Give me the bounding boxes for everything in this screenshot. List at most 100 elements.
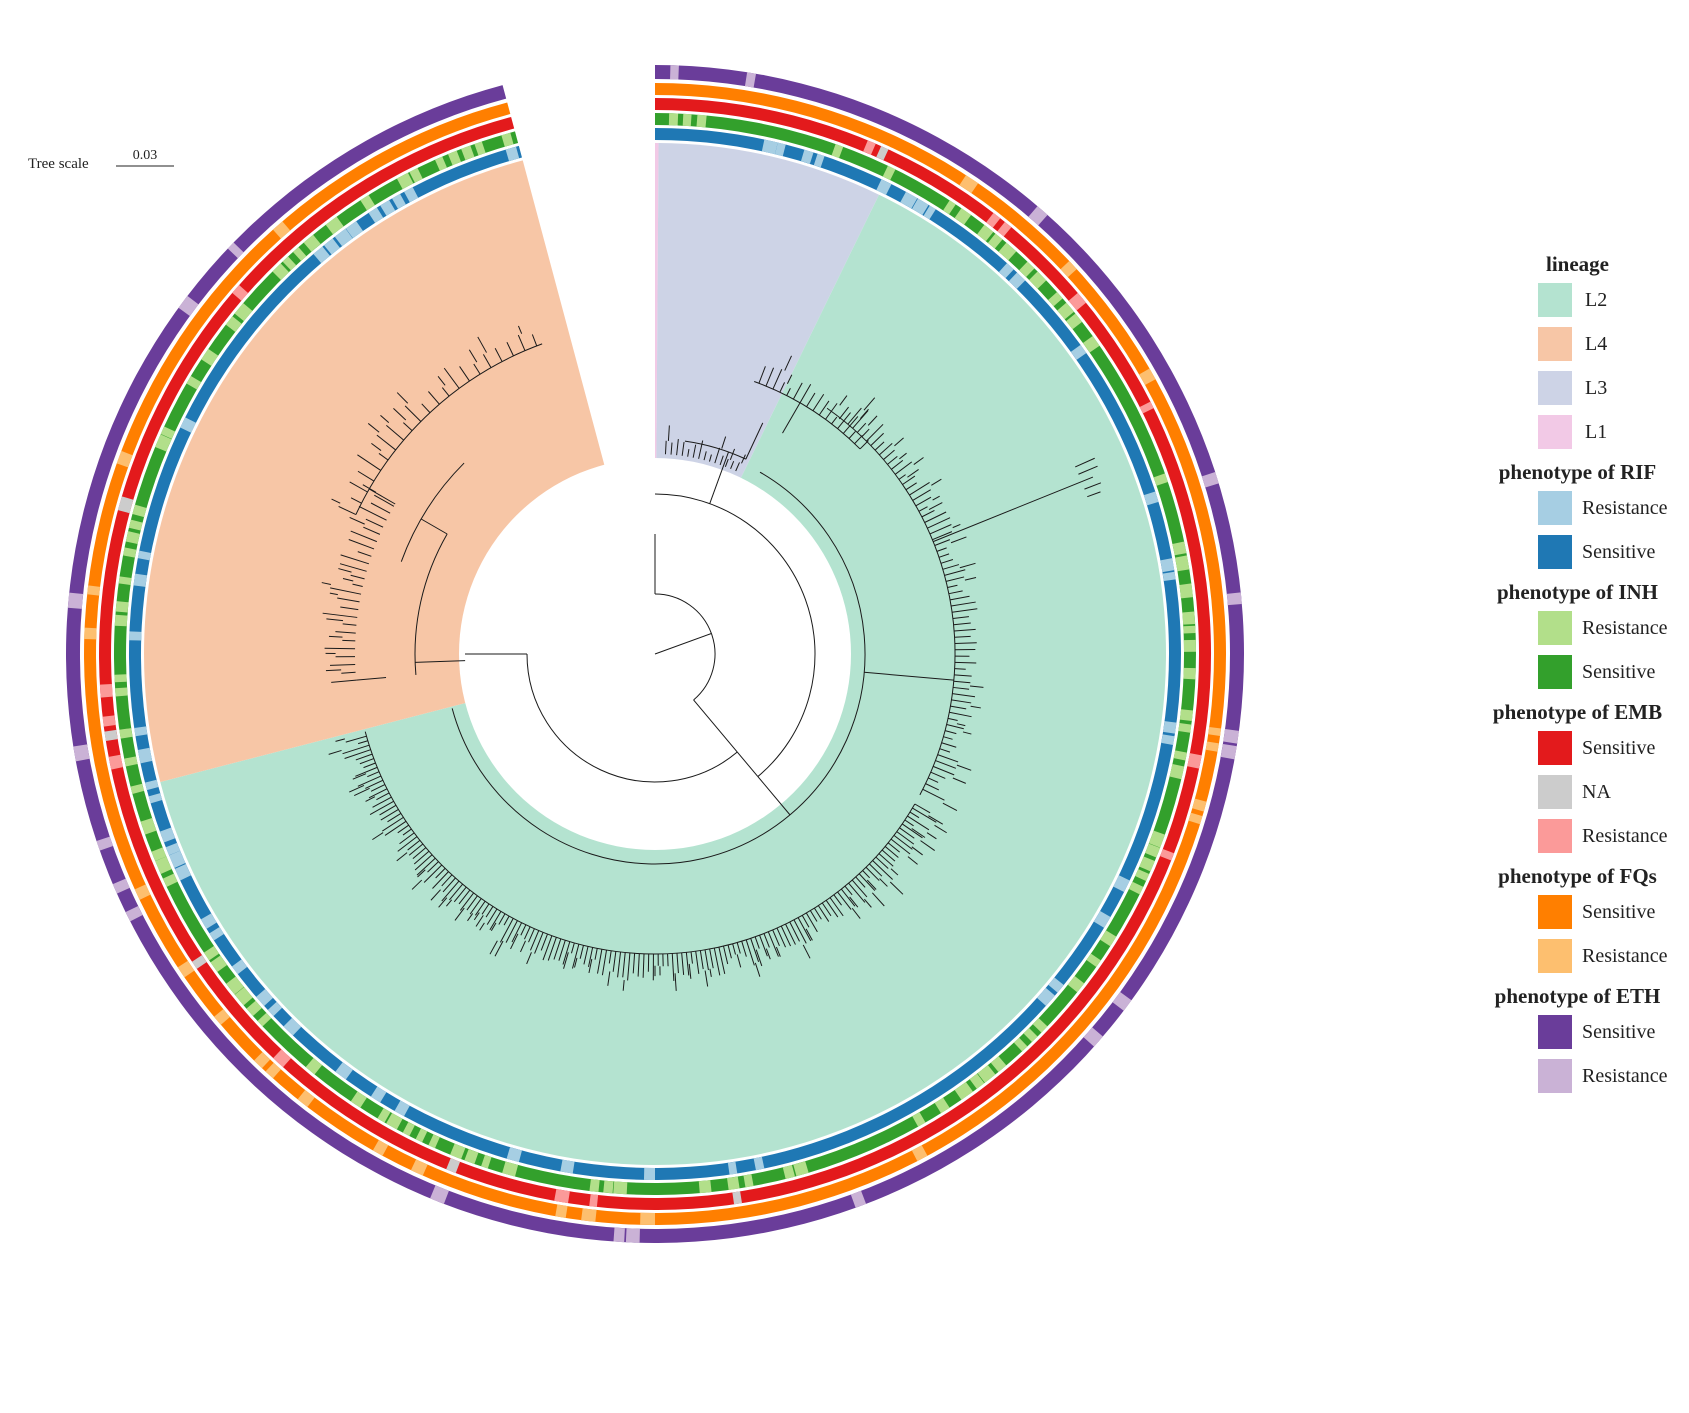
l2-tip: [970, 705, 981, 709]
branch: [757, 776, 791, 816]
l2-tip: [528, 928, 535, 943]
l2-tip: [911, 828, 926, 838]
legend-group-emb: phenotype of EMB Sensitive NA Resistance: [1470, 698, 1685, 858]
legend-label: NA: [1582, 781, 1611, 803]
l2-tip: [944, 569, 966, 576]
l2-tip: [842, 416, 859, 434]
inh-ring-segment: [969, 1073, 985, 1089]
inh-ring-segment: [1183, 639, 1196, 652]
l4-tip: [494, 348, 503, 362]
inh-ring: [113, 113, 1196, 1196]
l2-tip: [417, 869, 426, 878]
l2-tip: [799, 384, 812, 404]
l4-tip: [342, 639, 356, 642]
l4-tip: [341, 671, 356, 674]
inh-ring-segment: [682, 113, 692, 127]
l2-tip: [709, 968, 712, 977]
l2-tip: [529, 930, 540, 951]
legend-label: L2: [1585, 289, 1608, 311]
emb-ring-segment: [876, 146, 889, 161]
l2-tip: [642, 953, 645, 978]
l4-tip: [342, 623, 357, 626]
eth-ring-segment: [1201, 471, 1219, 488]
inh-ring-segment: [293, 247, 307, 261]
l4-tip: [437, 376, 446, 386]
inh-ring-segment: [377, 1108, 391, 1123]
legend-item-l1: L1: [1470, 410, 1685, 454]
l2-tip: [370, 784, 386, 792]
l2-tip: [940, 559, 954, 564]
inh-ring-segment: [1082, 336, 1100, 353]
l4-tip: [506, 341, 514, 357]
emb-ring-segment: [191, 955, 207, 969]
rif-ring-segment: [335, 1062, 353, 1080]
l2-tip: [928, 777, 939, 783]
l2-tip: [872, 860, 893, 880]
inh-ring-segment: [977, 224, 994, 242]
inh-ring-segment: [1139, 856, 1155, 872]
emb-ring-segment: [446, 1158, 461, 1174]
inh-ring-segment: [128, 519, 143, 531]
inh-ring-segment: [793, 1161, 809, 1177]
legend-label: Resistance: [1582, 1065, 1668, 1087]
l3-tip: [735, 462, 740, 472]
l4-tip: [386, 424, 405, 441]
legend-item-fqs-resistance: Resistance: [1470, 934, 1685, 978]
l2-tip: [852, 410, 869, 429]
l2-tip: [854, 435, 863, 444]
l2-tip: [928, 502, 943, 510]
legend-item-inh-sensitive: Sensitive: [1470, 650, 1685, 694]
l2-tip: [899, 827, 915, 839]
rif-ring-segment: [370, 1086, 387, 1103]
rif-ring-segment: [1093, 911, 1111, 928]
l4-tip: [358, 505, 387, 521]
l2-tip: [878, 853, 894, 867]
branch-arc: [684, 440, 747, 460]
l2-tip: [732, 943, 737, 955]
inh-ring-segment: [977, 1065, 996, 1083]
legend-swatch: [1538, 415, 1572, 449]
l2-tip: [372, 832, 384, 841]
l4-tip: [517, 334, 526, 351]
fqs-ring-segment: [254, 1051, 271, 1069]
l2-tip: [368, 788, 388, 799]
l2-tip: [784, 355, 792, 371]
legend-title-fqs: phenotype of FQs: [1498, 864, 1657, 888]
fqs-ring-segment: [911, 1145, 928, 1162]
l2-tip: [681, 952, 685, 975]
l4-tip: [363, 526, 381, 535]
l2-tip: [562, 941, 571, 965]
inh-ring-segment: [124, 756, 138, 767]
l2-tip: [765, 367, 775, 387]
l2-tip: [956, 764, 972, 771]
inh-ring-segment: [210, 955, 228, 972]
inh-ring-segment: [428, 1134, 440, 1149]
l2-tip: [755, 949, 763, 967]
l2-tip: [926, 832, 937, 840]
l2-tip: [954, 642, 977, 645]
inh-ring-segment: [613, 1181, 628, 1195]
inh-ring-segment: [589, 1179, 600, 1193]
l2-tip: [829, 897, 844, 917]
l2-tip: [474, 900, 486, 916]
inh-ring-segment: [234, 987, 253, 1006]
legend-label: Sensitive: [1582, 901, 1656, 923]
l2-tip: [612, 951, 617, 972]
l4-tip: [403, 422, 413, 431]
fqs-ring-segment: [959, 175, 979, 194]
l4-tip: [370, 502, 391, 514]
inh-ring-segment: [272, 263, 289, 280]
l2-tip: [954, 661, 977, 664]
l2-tip: [939, 748, 951, 753]
l3-tip: [664, 440, 667, 455]
fqs-ring-segment: [640, 1212, 655, 1225]
branch-arc: [414, 533, 448, 675]
l2-tip: [840, 888, 856, 907]
l2-tip: [627, 952, 631, 981]
eth-ring-segment: [112, 878, 130, 894]
tree-scale: Tree scale 0.03: [28, 148, 174, 172]
inh-ring-segment: [447, 150, 462, 166]
l4-tip: [376, 434, 396, 451]
l4-tip: [321, 582, 331, 585]
l2-tip: [453, 886, 467, 903]
